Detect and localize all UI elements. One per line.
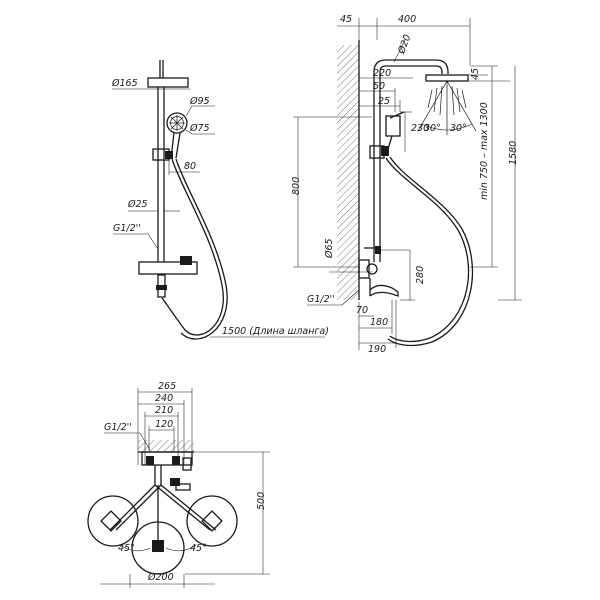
side-d-arm-label: Ø20	[396, 33, 413, 56]
top-right-reach	[186, 495, 238, 547]
side-w220-label: 220	[373, 68, 391, 79]
side-head-h-label: 45	[470, 68, 481, 80]
side-w70-label: 70	[356, 305, 368, 316]
side-w50-label: 50	[373, 81, 385, 92]
front-hand-shower	[166, 112, 188, 134]
top-w265-label: 265	[158, 381, 176, 392]
top-view: 265 240 210 120 G1/2''	[87, 381, 270, 588]
top-angle-left: 45°	[118, 543, 135, 554]
side-spout	[369, 284, 399, 297]
front-head	[147, 77, 189, 88]
side-angle-right: 30°	[450, 123, 467, 134]
front-d-hand-label: Ø95	[189, 96, 210, 107]
side-w180-label: 180	[370, 317, 388, 328]
side-spray-cone	[417, 80, 477, 135]
side-head	[425, 74, 469, 82]
top-h500-label: 500	[256, 492, 267, 510]
front-view: Ø165 Ø95 Ø75 80 Ø25 G1/2''	[111, 60, 329, 340]
side-total-label: 1580	[508, 141, 519, 165]
front-d-pipe-label: Ø25	[127, 199, 148, 210]
top-wall	[138, 440, 194, 452]
top-w210-label: 210	[155, 405, 173, 416]
top-d200-label: Ø200	[147, 572, 174, 583]
top-angle-right: 45°	[190, 543, 207, 554]
side-h230-label: 230	[411, 123, 429, 134]
side-angle-left: 30°	[424, 123, 441, 134]
top-left-reach	[87, 495, 139, 547]
front-d-head-label: Ø165	[111, 78, 138, 89]
front-thread-label: G1/2''	[113, 223, 141, 234]
side-wall-label: 45	[340, 14, 352, 25]
front-hose-label: 1500 (Длина шланга)	[222, 326, 329, 337]
side-range-label: min 750 – max 1300	[479, 102, 490, 200]
side-arm	[373, 59, 449, 262]
side-hand-shower	[385, 115, 401, 137]
side-w190-label: 190	[368, 344, 386, 355]
top-mixer	[141, 451, 193, 466]
side-h280-label: 280	[415, 266, 426, 284]
side-h800-label: 800	[291, 177, 302, 195]
top-center-head	[131, 521, 185, 575]
front-holder-label: 80	[184, 161, 196, 172]
side-w25-label: 25	[378, 96, 390, 107]
side-thread-label: G1/2''	[307, 294, 335, 305]
side-hose	[385, 157, 470, 343]
side-d65-label: Ø65	[324, 238, 335, 259]
front-hose	[161, 158, 224, 336]
top-thread-label: G1/2''	[104, 422, 132, 433]
side-arm-label: 400	[398, 14, 416, 25]
side-mixer	[358, 259, 370, 279]
front-d-hand-face-label: Ø75	[189, 123, 210, 134]
top-w120-label: 120	[155, 419, 173, 430]
front-mixer	[138, 261, 198, 275]
side-view: 45 400 Ø20 45 30° 30° 220 50 25	[291, 14, 522, 355]
wall	[337, 45, 359, 300]
top-w240-label: 240	[155, 393, 173, 404]
